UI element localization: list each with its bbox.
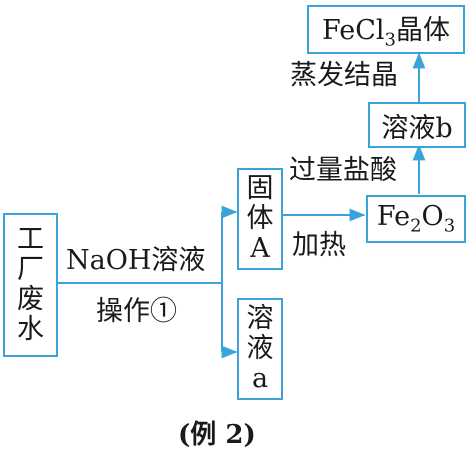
operation-1-label: 操作① bbox=[96, 296, 177, 327]
wastewater-char-2: 厂 bbox=[17, 253, 44, 285]
fecl3-prefix: FeCl bbox=[322, 15, 385, 47]
excess-hcl-label: 过量盐酸 bbox=[289, 155, 397, 186]
wastewater-char-1: 工 bbox=[17, 223, 44, 255]
example-caption: (例 2) bbox=[178, 420, 256, 450]
solution-a-char-1: 溶 bbox=[246, 302, 274, 334]
fecl3-label: FeCl3晶体 bbox=[322, 8, 450, 50]
solution-a-char-3: a bbox=[251, 363, 269, 395]
solution-b-label: 溶液b bbox=[381, 112, 453, 144]
fe2o3-box: Fe2O3 bbox=[366, 195, 466, 243]
factory-wastewater-box: 工 厂 废 水 bbox=[3, 213, 58, 357]
heating-label: 加热 bbox=[292, 230, 346, 261]
solid-a-char-1: 固 bbox=[246, 172, 274, 204]
solid-a-box: 固 体 A bbox=[237, 168, 283, 270]
fecl3-suffix: 晶体 bbox=[395, 15, 450, 47]
fe2o3-sub-2: 3 bbox=[443, 215, 456, 237]
wastewater-char-4: 水 bbox=[17, 314, 44, 346]
evaporate-crystallize-label: 蒸发结晶 bbox=[290, 60, 398, 91]
fe2o3-middle: O bbox=[421, 201, 444, 233]
reagent-naoh-label: NaOH溶液 bbox=[66, 245, 206, 276]
fe2o3-sub-1: 2 bbox=[410, 215, 422, 237]
solution-b-box: 溶液b bbox=[368, 102, 466, 148]
fe2o3-prefix: Fe bbox=[376, 201, 411, 233]
fe2o3-formula: Fe2O3 bbox=[377, 201, 455, 236]
fecl3-sub: 3 bbox=[384, 29, 396, 51]
solid-a-char-3: A bbox=[250, 233, 270, 265]
solution-a-box: 溶 液 a bbox=[237, 298, 283, 400]
fecl3-crystal-box: FeCl3晶体 bbox=[307, 5, 465, 54]
solid-a-char-2: 体 bbox=[246, 202, 274, 234]
solution-a-char-2: 液 bbox=[246, 332, 274, 364]
wastewater-char-3: 废 bbox=[17, 284, 44, 315]
